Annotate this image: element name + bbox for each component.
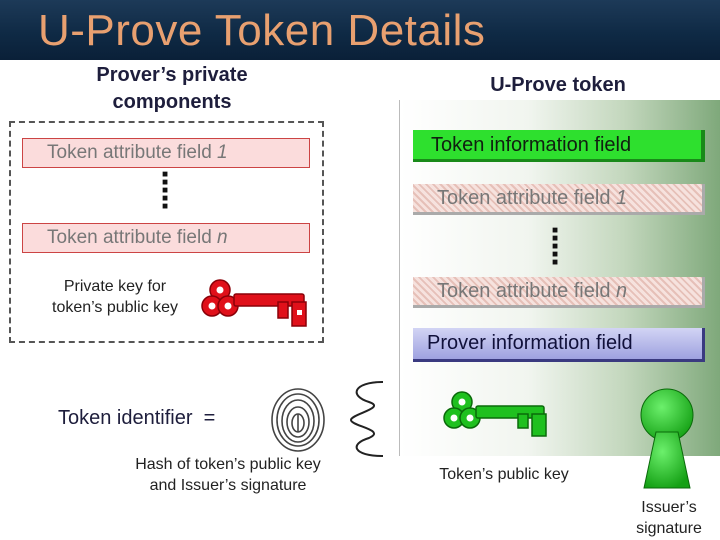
private-attribute-field-1: Token attribute field 1 [22, 138, 310, 168]
private-attribute-1-index: 1 [217, 142, 228, 163]
token-attribute-1-index: 1 [616, 187, 628, 209]
private-key-caption: Private key for token’s public key [38, 276, 192, 318]
token-information-field: Token information field [413, 130, 705, 162]
private-heading-line-2: components [112, 91, 232, 113]
private-key-caption-line-1: Private key for [63, 278, 167, 295]
hash-caption-line-2: and Issuer’s signature [149, 477, 307, 494]
hash-caption-line-1: Hash of token’s public key [135, 456, 321, 473]
private-attribute-1-text: Token attribute field [47, 142, 218, 163]
private-attribute-n-index: n [217, 227, 228, 248]
fingerprint-icon [271, 388, 325, 452]
private-key-caption-line-2: token’s public key [52, 299, 178, 316]
token-attribute-n-text: Token attribute field [437, 280, 616, 302]
public-key-caption: Token’s public key [439, 466, 569, 483]
token-attribute-1-text: Token attribute field [437, 187, 616, 209]
token-attribute-n-index: n [616, 280, 628, 302]
token-attribute-field-1: Token attribute field 1 [413, 184, 705, 215]
prover-information-field: Prover information field [413, 328, 705, 362]
token-heading: U-Prove token [490, 74, 626, 96]
public-key-icon [443, 391, 547, 437]
hash-caption: Hash of token’s public key and Issuer’s … [112, 454, 344, 496]
private-ellipsis-dots: ■■■■■ [162, 169, 169, 212]
private-attribute-n-text: Token attribute field [47, 227, 218, 248]
private-heading-line-1: Prover’s private [96, 64, 248, 86]
private-components-heading: Prover’s private components [62, 62, 282, 116]
token-attribute-field-n: Token attribute field n [413, 277, 705, 308]
private-attribute-field-n: Token attribute field n [22, 223, 310, 253]
issuer-caption-line-2: signature [636, 520, 702, 537]
token-identifier-label: Token identifier = [58, 407, 216, 429]
page-title: U-Prove Token Details [38, 6, 486, 55]
private-key-icon [201, 279, 307, 327]
issuer-caption-line-1: Issuer’s [641, 499, 697, 516]
title-bar: U-Prove Token Details [0, 0, 720, 60]
issuer-signature-caption: Issuer’s signature [626, 497, 712, 539]
token-ellipsis-dots: ■■■■■ [552, 225, 559, 268]
wave-connector-icon [349, 381, 384, 457]
private-components-box [9, 121, 324, 343]
issuer-signature-icon [640, 388, 694, 489]
